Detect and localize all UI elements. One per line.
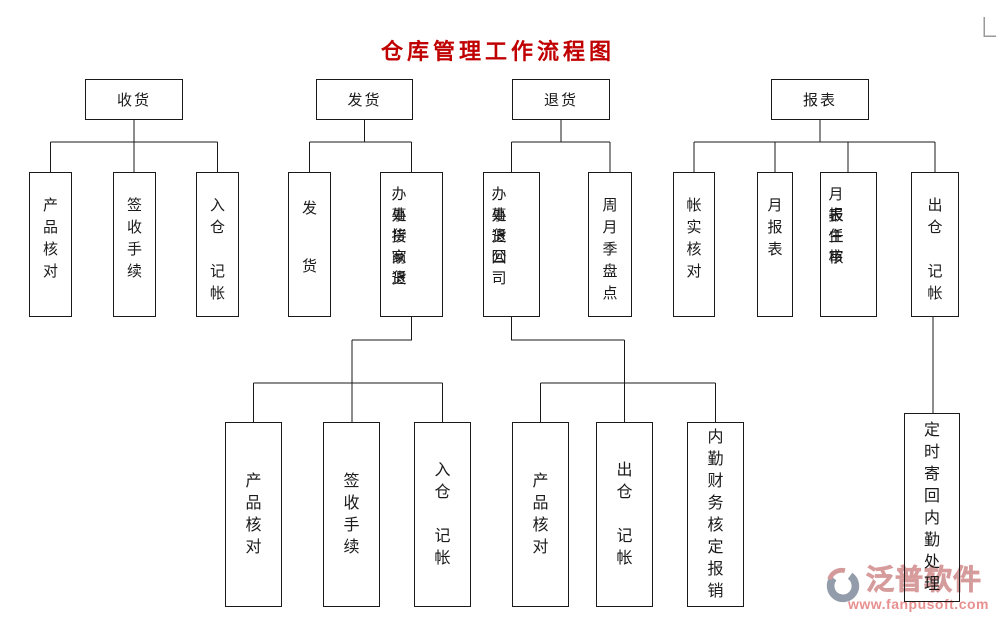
node-sign-procedure-2: 签收手续 xyxy=(323,422,380,607)
node-warehouse-in-bookkeeping: 入仓 记帐 xyxy=(196,172,239,317)
node-office-return-to-company: 办事处退货回公司 xyxy=(483,172,540,317)
watermark-brand: 泛普软件 xyxy=(866,564,983,596)
node-periodic-stocktake: 周月季盘点 xyxy=(588,172,632,317)
header-box-shipping: 发货 xyxy=(316,79,413,120)
node-warehouse-in-bookkeeping-2: 入仓 记帐 xyxy=(414,422,471,607)
node-ship-goods: 发 货 xyxy=(288,172,331,317)
node-office-receive-merchant-returns: 办事处接货商家退货 xyxy=(380,172,443,317)
header-box-receiving: 收货 xyxy=(85,79,183,120)
watermark-logo-icon xyxy=(826,567,860,603)
watermark-url: www.fanpusoft.com xyxy=(848,596,989,612)
header-box-reports: 报表 xyxy=(771,79,869,120)
node-product-check-2: 产品核对 xyxy=(225,422,282,607)
watermark: 泛普软件 www.fanpusoft.com xyxy=(822,563,996,617)
node-monthly-report: 月报表 xyxy=(757,172,793,317)
corner-mark xyxy=(983,17,996,37)
node-warehouse-out-bookkeeping: 出仓 记帐 xyxy=(911,172,959,317)
node-mail-back-to-backoffice: 定时寄回内勤处理 xyxy=(904,413,960,602)
node-product-check-3: 产品核对 xyxy=(512,422,569,607)
node-warehouse-out-bookkeeping-2: 出仓 记帐 xyxy=(596,422,653,607)
header-box-returns: 退货 xyxy=(512,79,610,120)
node-account-reality-check: 帐实核对 xyxy=(673,172,715,317)
node-sign-procedure: 签收手续 xyxy=(113,172,156,317)
node-backoffice-finance-reimburse: 内勤财务核定报销 xyxy=(687,422,744,607)
node-report-director-review: 月报表主任审核 xyxy=(820,172,877,317)
node-product-check: 产品核对 xyxy=(29,172,72,317)
page-title: 仓库管理工作流程图 xyxy=(380,39,615,64)
